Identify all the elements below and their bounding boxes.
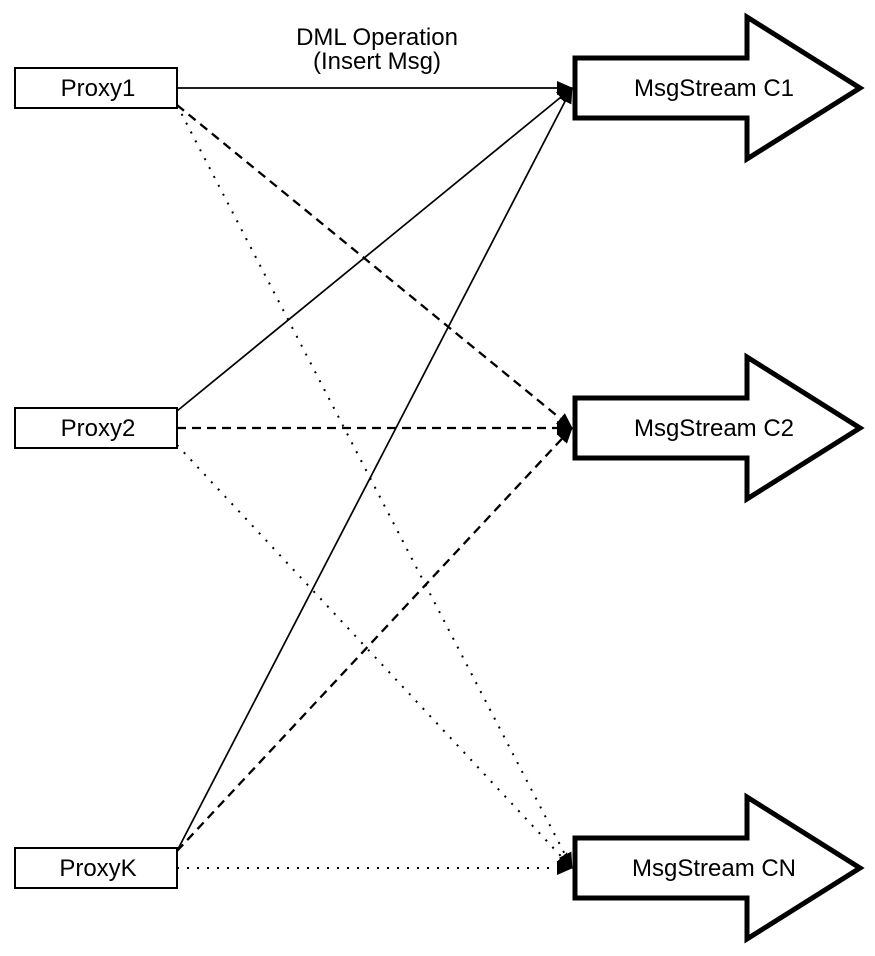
edge-proxy2-c1 — [176, 87, 573, 412]
msgstream-c1-arrow-shape — [572, 12, 865, 164]
proxyk-label: ProxyK — [59, 855, 136, 882]
msgstream-c1-label: MsgStream C1 — [634, 75, 794, 102]
proxyk-box — [14, 847, 178, 889]
node-proxy2: Proxy2 — [14, 407, 178, 449]
edge-proxyk-c2 — [176, 427, 573, 852]
msgstream-c2-arrow-shape — [572, 352, 865, 504]
proxy2-box — [14, 407, 178, 449]
node-msgstream-c1: MsgStream C1 — [572, 12, 865, 164]
node-msgstream-c2: MsgStream C2 — [572, 352, 865, 504]
edge-proxy2-cn — [176, 444, 573, 869]
node-proxyk: ProxyK — [14, 847, 178, 889]
node-msgstream-cn: MsgStream CN — [572, 792, 865, 944]
edge-label-line2: (Insert Msg) — [313, 48, 441, 75]
edge-proxy1-cn — [176, 104, 573, 869]
msgstream-c2-label: MsgStream C2 — [634, 415, 794, 442]
node-proxy1: Proxy1 — [14, 67, 178, 109]
edge-label: DML Operation (Insert Msg) — [296, 24, 458, 75]
msgstream-cn-label: MsgStream CN — [632, 855, 796, 882]
proxy1-box — [14, 67, 178, 109]
edge-label-line1: DML Operation — [296, 24, 458, 51]
proxy1-label: Proxy1 — [61, 75, 136, 102]
proxy2-label: Proxy2 — [61, 415, 136, 442]
edge-proxyk-c1 — [176, 87, 573, 852]
edges-layer — [176, 81, 573, 875]
msgstream-cn-arrow-shape — [572, 792, 865, 944]
edge-proxy1-c2 — [176, 104, 573, 429]
